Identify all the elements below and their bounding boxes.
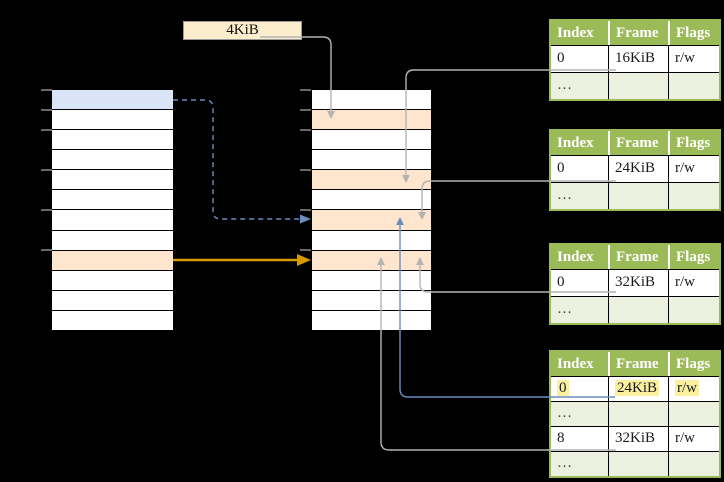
page-table-row: … [551, 182, 719, 209]
page-size-label: 4KiB [183, 21, 302, 40]
page-table-cell: 24KiB [608, 156, 668, 182]
memory-row [52, 170, 173, 191]
page-table-cell: r/w [668, 427, 719, 451]
page-table-cell: 0 [551, 377, 608, 401]
page-table-cell: … [557, 301, 573, 317]
memory-row [52, 310, 173, 330]
page-table-cell [668, 73, 719, 99]
memory-row [52, 150, 173, 171]
highlighted-value: 0 [557, 380, 569, 396]
page-table-row: … [551, 296, 719, 323]
page-table-cell: 32KiB [608, 270, 668, 296]
page-table-cell: 24KiB [608, 377, 668, 401]
page-table-cell [668, 402, 719, 426]
page-table-cell: 8 [557, 430, 565, 446]
page-table-row: … [551, 401, 719, 426]
address-ticks-right [300, 89, 311, 251]
memory-row [312, 290, 431, 311]
memory-row [312, 90, 431, 111]
page-table-row: 0 24KiB r/w [551, 376, 719, 401]
page-table-cell: … [557, 405, 573, 421]
memory-row [52, 230, 173, 251]
page-table-cell: … [557, 187, 573, 203]
column-header: Frame [608, 131, 668, 155]
column-header: Index [557, 135, 594, 151]
page-table-row: … [551, 451, 719, 476]
page-table-cell: r/w [668, 156, 719, 182]
memory-row [312, 250, 431, 271]
page-table-cell [608, 73, 668, 99]
virtual-to-physical-arrow [173, 254, 311, 266]
physical-memory-column [312, 90, 431, 330]
memory-row [312, 170, 431, 191]
memory-row [52, 250, 173, 271]
virtual-page-translation-arrow [173, 99, 311, 224]
column-header: Frame [608, 21, 668, 45]
address-ticks-left [41, 89, 52, 251]
column-header: Frame [608, 245, 668, 269]
memory-row [312, 230, 431, 251]
page-table-cell: r/w [668, 270, 719, 296]
page-table-cell [608, 452, 668, 476]
page-table-cell: 0 [557, 50, 565, 66]
column-header: Index [557, 356, 594, 372]
page-table-cell: 32KiB [608, 427, 668, 451]
column-header: Flags [668, 131, 719, 155]
memory-row [312, 310, 431, 330]
memory-row [52, 130, 173, 151]
memory-row [52, 110, 173, 131]
memory-row [312, 270, 431, 291]
highlighted-value: r/w [675, 380, 699, 396]
memory-row [52, 290, 173, 311]
memory-row [52, 210, 173, 231]
memory-row [312, 210, 431, 231]
memory-row [312, 150, 431, 171]
memory-row [312, 190, 431, 211]
memory-row [312, 130, 431, 151]
page-table-cell: … [557, 77, 573, 93]
page-table-cell [608, 183, 668, 209]
column-header: Index [557, 25, 594, 41]
column-header: Index [557, 249, 594, 265]
page-table-cell [608, 402, 668, 426]
page-table-row: … [551, 72, 719, 99]
virtual-memory-column [52, 90, 173, 330]
page-table-cell: 0 [557, 274, 565, 290]
memory-row [312, 110, 431, 131]
page-table-cell: 0 [557, 160, 565, 176]
column-header: Frame [608, 352, 668, 376]
page-table-cell [608, 297, 668, 323]
page-table-cell [668, 452, 719, 476]
page-table-cell: r/w [668, 46, 719, 72]
page-table-cell: … [557, 455, 573, 471]
memory-row [52, 190, 173, 211]
column-header: Flags [668, 352, 719, 376]
memory-row [52, 270, 173, 291]
page-table-cell: 16KiB [608, 46, 668, 72]
page-table-cell: r/w [668, 377, 719, 401]
page-table-cell [668, 183, 719, 209]
column-header: Flags [668, 21, 719, 45]
memory-row [52, 90, 173, 111]
column-header: Flags [668, 245, 719, 269]
page-table-cell [668, 297, 719, 323]
highlighted-value: 24KiB [615, 380, 660, 396]
